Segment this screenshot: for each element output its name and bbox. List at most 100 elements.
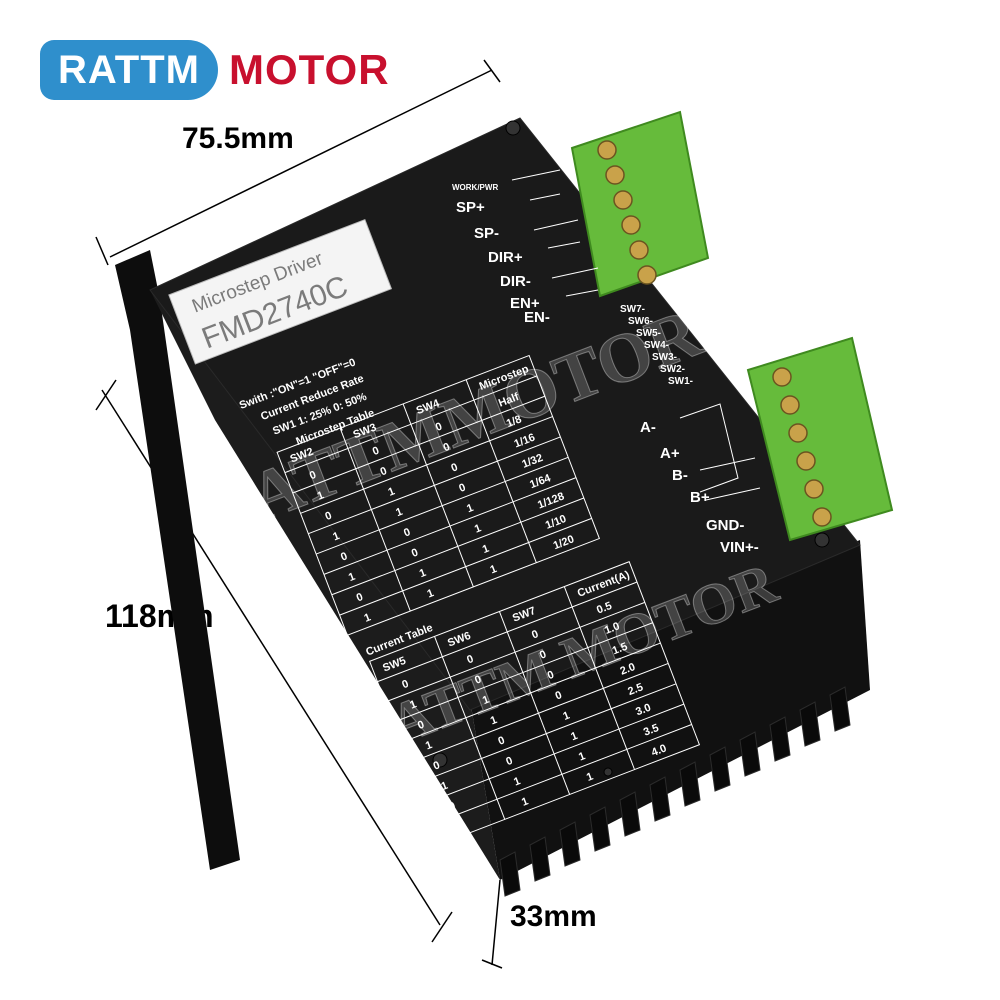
microstep_table-cell: 1 xyxy=(426,587,436,600)
current_table-cell: 1 xyxy=(569,730,579,743)
coil-schematic-icon xyxy=(679,403,761,501)
current_table-cell: 0 xyxy=(416,719,426,732)
terminal-screw-icon xyxy=(621,215,641,235)
depth-dimension-line xyxy=(491,879,501,966)
microstep_table-cell: 1 xyxy=(331,530,341,543)
screw-icon xyxy=(432,752,448,768)
power-label: B- xyxy=(672,467,688,484)
microstep_table-cell: 0 xyxy=(379,465,389,478)
brand-logo-badge: RATTM xyxy=(40,40,218,100)
signal-label: SP- xyxy=(474,225,499,242)
microstep_table-cell: 0 xyxy=(308,469,318,482)
signal-label: DIR+ xyxy=(488,249,523,266)
current_table-cell: 3.0 xyxy=(634,702,653,719)
switch-label: SW2- xyxy=(660,364,685,375)
current_table-cell: 3.5 xyxy=(642,722,661,739)
current_table-cell: 0 xyxy=(530,628,540,641)
current_table-cell: 0 xyxy=(504,755,514,768)
switch-label: SW7- xyxy=(620,304,645,315)
microstep_table-cell: 0 xyxy=(442,441,452,454)
current_table-cell: 0 xyxy=(465,653,475,666)
terminal-screw-icon xyxy=(804,479,824,499)
microstep_table-cell: 0 xyxy=(410,546,420,559)
current_table-cell: 1 xyxy=(455,820,465,833)
current_table-cell: 0 xyxy=(400,678,410,691)
current_table-cell: 0.5 xyxy=(595,600,614,617)
current_table-cell: 1 xyxy=(577,750,587,763)
switch-labels: SW7-SW6-SW5-SW4-SW3-SW2-SW1- xyxy=(620,304,693,387)
dimension-depth-label: 33mm xyxy=(510,900,597,933)
current_table-cell: 1 xyxy=(439,780,449,793)
current_table-cell: 4.0 xyxy=(650,742,669,759)
current_table-cell: 2.0 xyxy=(619,661,638,678)
current_table-cell: 0 xyxy=(447,800,457,813)
terminal-screw-icon xyxy=(613,190,633,210)
signal-label: SP+ xyxy=(456,199,485,216)
terminal-screw-icon xyxy=(796,451,816,471)
microstep_table-cell: 0 xyxy=(402,526,412,539)
microstep_table-cell: 1 xyxy=(481,543,491,556)
current_table-cell: 2.5 xyxy=(626,681,645,698)
current_table-cell: 0 xyxy=(473,673,483,686)
power-label: VIN+- xyxy=(720,539,759,556)
switch-label: SW5- xyxy=(636,328,661,339)
switch-label: SW3- xyxy=(652,352,677,363)
terminal-screw-icon xyxy=(605,165,625,185)
terminal-screw-icon xyxy=(597,140,617,160)
microstep_table-cell: 1 xyxy=(347,571,357,584)
current_table-cell: 1 xyxy=(408,698,418,711)
current_table-cell: 1 xyxy=(561,710,571,723)
power-label: GND- xyxy=(706,517,744,534)
power-label: A- xyxy=(640,419,656,436)
current_table-cell: 0 xyxy=(546,669,556,682)
microstep_table-cell: 1 xyxy=(489,563,499,576)
screw-icon xyxy=(505,120,521,136)
microstep_table-cell: 0 xyxy=(450,461,460,474)
current_table-cell: 0 xyxy=(554,689,564,702)
dimension-width-label: 75.5mm xyxy=(182,122,294,155)
heatsink-fins xyxy=(499,686,851,897)
power-label: A+ xyxy=(660,445,680,462)
microstep_table-cell: 0 xyxy=(434,421,444,434)
microstep_table-cell: 1 xyxy=(465,502,475,515)
microstep_table-cell: 0 xyxy=(457,482,467,495)
current_table-cell: 1 xyxy=(512,775,522,788)
signal-label: WORK/PWR xyxy=(452,183,498,192)
current_table-cell: 1 xyxy=(585,771,595,784)
microstep_table-cell: 0 xyxy=(371,445,381,458)
power-labels: A-A+ B-B+ GND- VIN+- xyxy=(640,419,759,556)
terminal-screw-icon xyxy=(780,395,800,415)
brand-motor-text: MOTOR xyxy=(229,46,390,93)
signal-label: EN- xyxy=(524,309,550,326)
microstep_table-cell: 0 xyxy=(339,550,349,563)
microstep_table-cell: 1 xyxy=(394,506,404,519)
switch-label: SW1- xyxy=(668,376,693,387)
switch-label: SW4- xyxy=(644,340,669,351)
width-dimension-line xyxy=(109,69,493,258)
microstep_table-cell: 1 xyxy=(363,611,373,624)
current_table-cell: 1 xyxy=(489,714,499,727)
current_table-cell: 1 xyxy=(520,795,530,808)
microstep_table-cell: 1 xyxy=(316,489,326,502)
power-terminal-block xyxy=(746,336,894,542)
terminal-screw-icon xyxy=(812,507,832,527)
current_table-cell: 0 xyxy=(538,648,548,661)
microstep_table-cell: 0 xyxy=(355,591,365,604)
terminal-screw-icon xyxy=(788,423,808,443)
current_table-cell: 0 xyxy=(432,759,442,772)
power-label: B+ xyxy=(690,489,710,506)
microstep_table-cell: 1 xyxy=(473,522,483,535)
current_table-cell: 1.0 xyxy=(603,620,622,637)
terminal-screw-icon xyxy=(772,367,792,387)
signal-label: DIR- xyxy=(500,273,531,290)
microstep_table-cell: 1 xyxy=(418,567,428,580)
brand-logo-text: RATTM xyxy=(58,47,200,92)
signal-labels: WORK/PWR SP+ SP- DIR+ DIR- EN+EN- xyxy=(452,183,550,326)
microstep_table-cell: 0 xyxy=(323,510,333,523)
signal-terminal-block xyxy=(570,110,710,298)
current_table-cell: 0 xyxy=(497,734,507,747)
signal-label: EN+ xyxy=(510,295,540,312)
screw-icon xyxy=(814,532,830,548)
case-screws xyxy=(432,120,830,777)
